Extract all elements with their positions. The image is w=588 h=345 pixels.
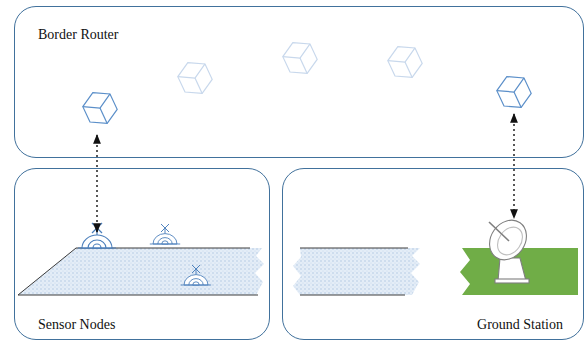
dotted-link-arrow <box>96 135 97 232</box>
dish-antenna <box>482 213 534 283</box>
region-sensor-nodes: Sensor Nodes <box>14 168 270 340</box>
satellite-faded <box>174 36 426 99</box>
region-border-router: Border Router <box>14 6 584 158</box>
satellite-solid <box>79 70 535 129</box>
region-label: Sensor Nodes <box>38 317 115 334</box>
region-label: Border Router <box>38 27 118 44</box>
ground-strip <box>293 248 420 295</box>
sensor-field <box>18 248 264 295</box>
region-ground-station: Ground Station <box>282 168 584 340</box>
sensor-node-icon <box>78 223 211 285</box>
dotted-link-arrow <box>513 114 514 218</box>
region-label: Ground Station <box>477 317 563 334</box>
ground-terrain <box>460 248 578 295</box>
